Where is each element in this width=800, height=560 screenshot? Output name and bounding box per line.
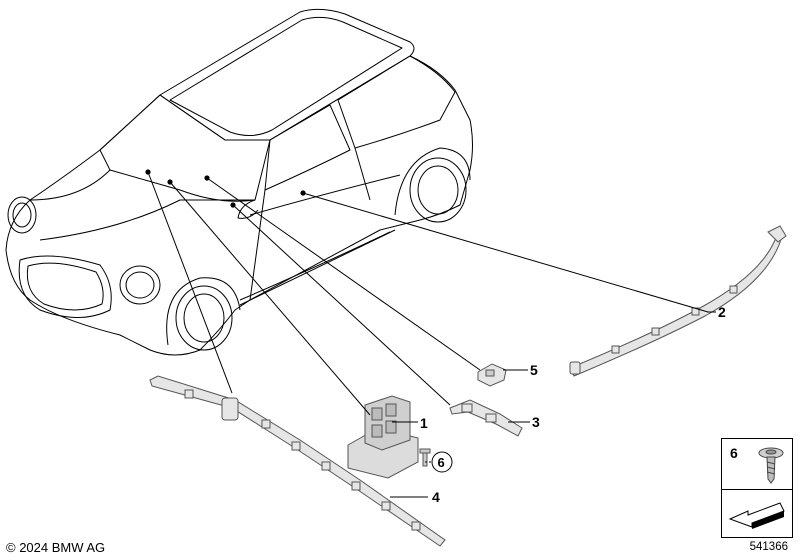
callout-6: 6 xyxy=(438,455,445,470)
callout-4: 4 xyxy=(432,489,440,505)
leader-dots xyxy=(145,169,306,208)
part-6-screw-in-place xyxy=(419,448,431,467)
document-number: 541366 xyxy=(749,541,788,553)
part-3-bracket xyxy=(449,399,523,437)
part-1-control-module xyxy=(347,395,419,479)
callout-5: 5 xyxy=(530,362,538,378)
part-5-connector xyxy=(477,363,507,387)
callout-2: 2 xyxy=(718,304,726,320)
leader-lines xyxy=(147,171,716,498)
car-illustration xyxy=(5,8,473,356)
callout-3: 3 xyxy=(532,414,540,430)
legend-divider xyxy=(722,489,792,490)
callout-1: 1 xyxy=(420,415,428,431)
part-2-side-harness xyxy=(569,225,787,377)
part-4-harness xyxy=(149,375,446,547)
screw-icon xyxy=(758,447,784,484)
gasket-symbol-icon xyxy=(728,502,785,529)
copyright-text: © 2024 BMW AG xyxy=(6,540,106,555)
legend-item-number: 6 xyxy=(730,445,738,461)
callout-6-circled: 6 xyxy=(431,451,453,473)
legend-box: 6 xyxy=(721,438,793,538)
